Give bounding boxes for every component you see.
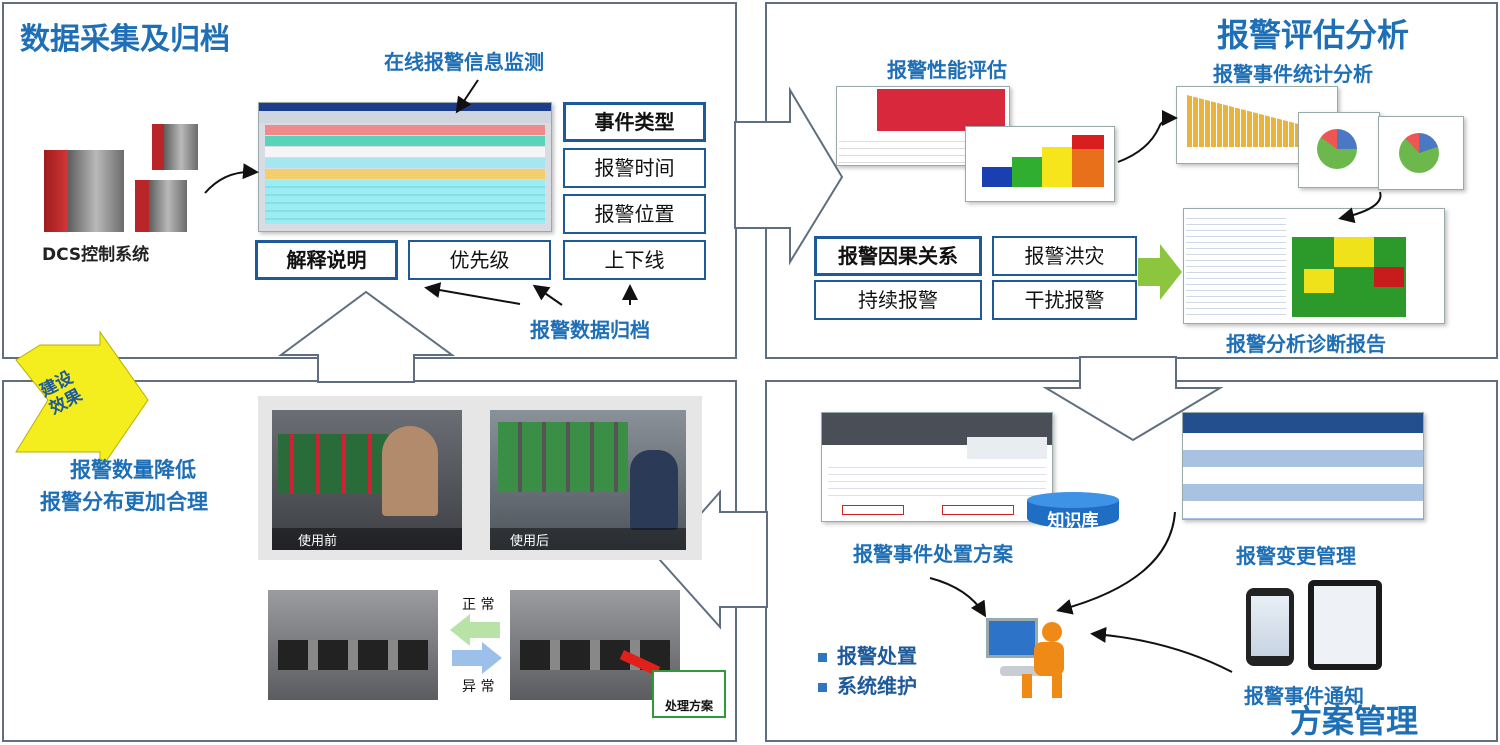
bullet-label: 报警处置 bbox=[837, 644, 917, 668]
pie-chart-screenshot bbox=[1378, 116, 1464, 190]
field-tag-alarm-location: 报警位置 bbox=[563, 194, 706, 234]
flow-arrow-up bbox=[277, 290, 456, 383]
notify-label: 报警事件通知 bbox=[1244, 684, 1364, 708]
photo-after: 使用后 bbox=[490, 410, 686, 550]
disposal-label: 报警事件处置方案 bbox=[853, 542, 1013, 566]
plan-card: 处理方案 bbox=[652, 670, 726, 718]
arrow-to-abnormal bbox=[452, 642, 502, 674]
plan-card-label: 处理方案 bbox=[664, 699, 713, 713]
change-management-table bbox=[1182, 412, 1424, 520]
green-arrow bbox=[1138, 244, 1182, 300]
field-tag-alarm-time: 报警时间 bbox=[563, 148, 706, 188]
field-tag-explanation: 解释说明 bbox=[255, 240, 398, 280]
flow-arrow-right bbox=[734, 86, 844, 266]
bullet-marker bbox=[818, 653, 827, 662]
section-title-data-collection: 数据采集及归档 bbox=[20, 22, 230, 57]
badge-shape bbox=[15, 330, 149, 472]
flow-arrow-left bbox=[658, 489, 768, 630]
tag-alarm-causality: 报警因果关系 bbox=[814, 236, 982, 276]
stats-label: 报警事件统计分析 bbox=[1213, 62, 1373, 86]
knowledge-base-label: 知识库 bbox=[1047, 511, 1099, 531]
phone-icon bbox=[1246, 588, 1294, 666]
risk-matrix-screenshot bbox=[965, 126, 1115, 202]
abnormal-label: 异 常 bbox=[462, 679, 495, 695]
monitor-label: 在线报警信息监测 bbox=[384, 50, 544, 74]
arrow-to-normal bbox=[450, 614, 500, 646]
disposal-plan-screenshot bbox=[821, 412, 1053, 522]
tag-nuisance-alarm: 干扰报警 bbox=[992, 280, 1137, 320]
result-alarm-reduced: 报警数量降低 bbox=[70, 458, 196, 482]
after-caption: 使用后 bbox=[510, 534, 550, 549]
field-tag-priority: 优先级 bbox=[408, 240, 551, 280]
alarm-monitor-screenshot bbox=[258, 102, 552, 232]
performance-label: 报警性能评估 bbox=[887, 58, 1007, 82]
diagnostic-report-screenshot bbox=[1183, 208, 1445, 324]
knowledge-base-icon: 知识库 bbox=[1027, 492, 1119, 532]
photo-abnormal bbox=[510, 590, 680, 700]
section-title-solution-management: 方案管理 bbox=[1290, 702, 1419, 740]
dcs-server-icon bbox=[44, 150, 124, 232]
bullet-system-maintenance: 系统维护 bbox=[818, 670, 917, 699]
tag-alarm-flood: 报警洪灾 bbox=[992, 236, 1137, 276]
photo-normal bbox=[268, 590, 438, 700]
tag-persistent-alarm: 持续报警 bbox=[814, 280, 982, 320]
bullet-label: 系统维护 bbox=[837, 674, 917, 698]
pie-chart-screenshot bbox=[1298, 112, 1380, 188]
operator-workstation-icon bbox=[982, 612, 1078, 704]
flow-arrow-down bbox=[1042, 356, 1224, 442]
dcs-label: DCS控制系统 bbox=[42, 245, 150, 265]
bullet-marker bbox=[818, 683, 827, 692]
field-tag-event-type: 事件类型 bbox=[563, 102, 706, 142]
before-caption: 使用前 bbox=[298, 534, 338, 549]
dcs-server-icon bbox=[152, 124, 198, 170]
photo-before: 使用前 bbox=[272, 410, 462, 550]
field-tag-online-offline: 上下线 bbox=[563, 240, 706, 280]
bullet-alarm-disposal: 报警处置 bbox=[818, 640, 917, 669]
normal-label: 正 常 bbox=[462, 597, 495, 613]
dcs-server-icon bbox=[135, 180, 187, 232]
archive-label: 报警数据归档 bbox=[530, 318, 650, 342]
result-distribution-improved: 报警分布更加合理 bbox=[40, 490, 208, 514]
section-title-alarm-analysis: 报警评估分析 bbox=[1217, 16, 1410, 54]
change-label: 报警变更管理 bbox=[1236, 544, 1356, 568]
report-label: 报警分析诊断报告 bbox=[1226, 332, 1386, 356]
tablet-icon bbox=[1308, 580, 1382, 670]
